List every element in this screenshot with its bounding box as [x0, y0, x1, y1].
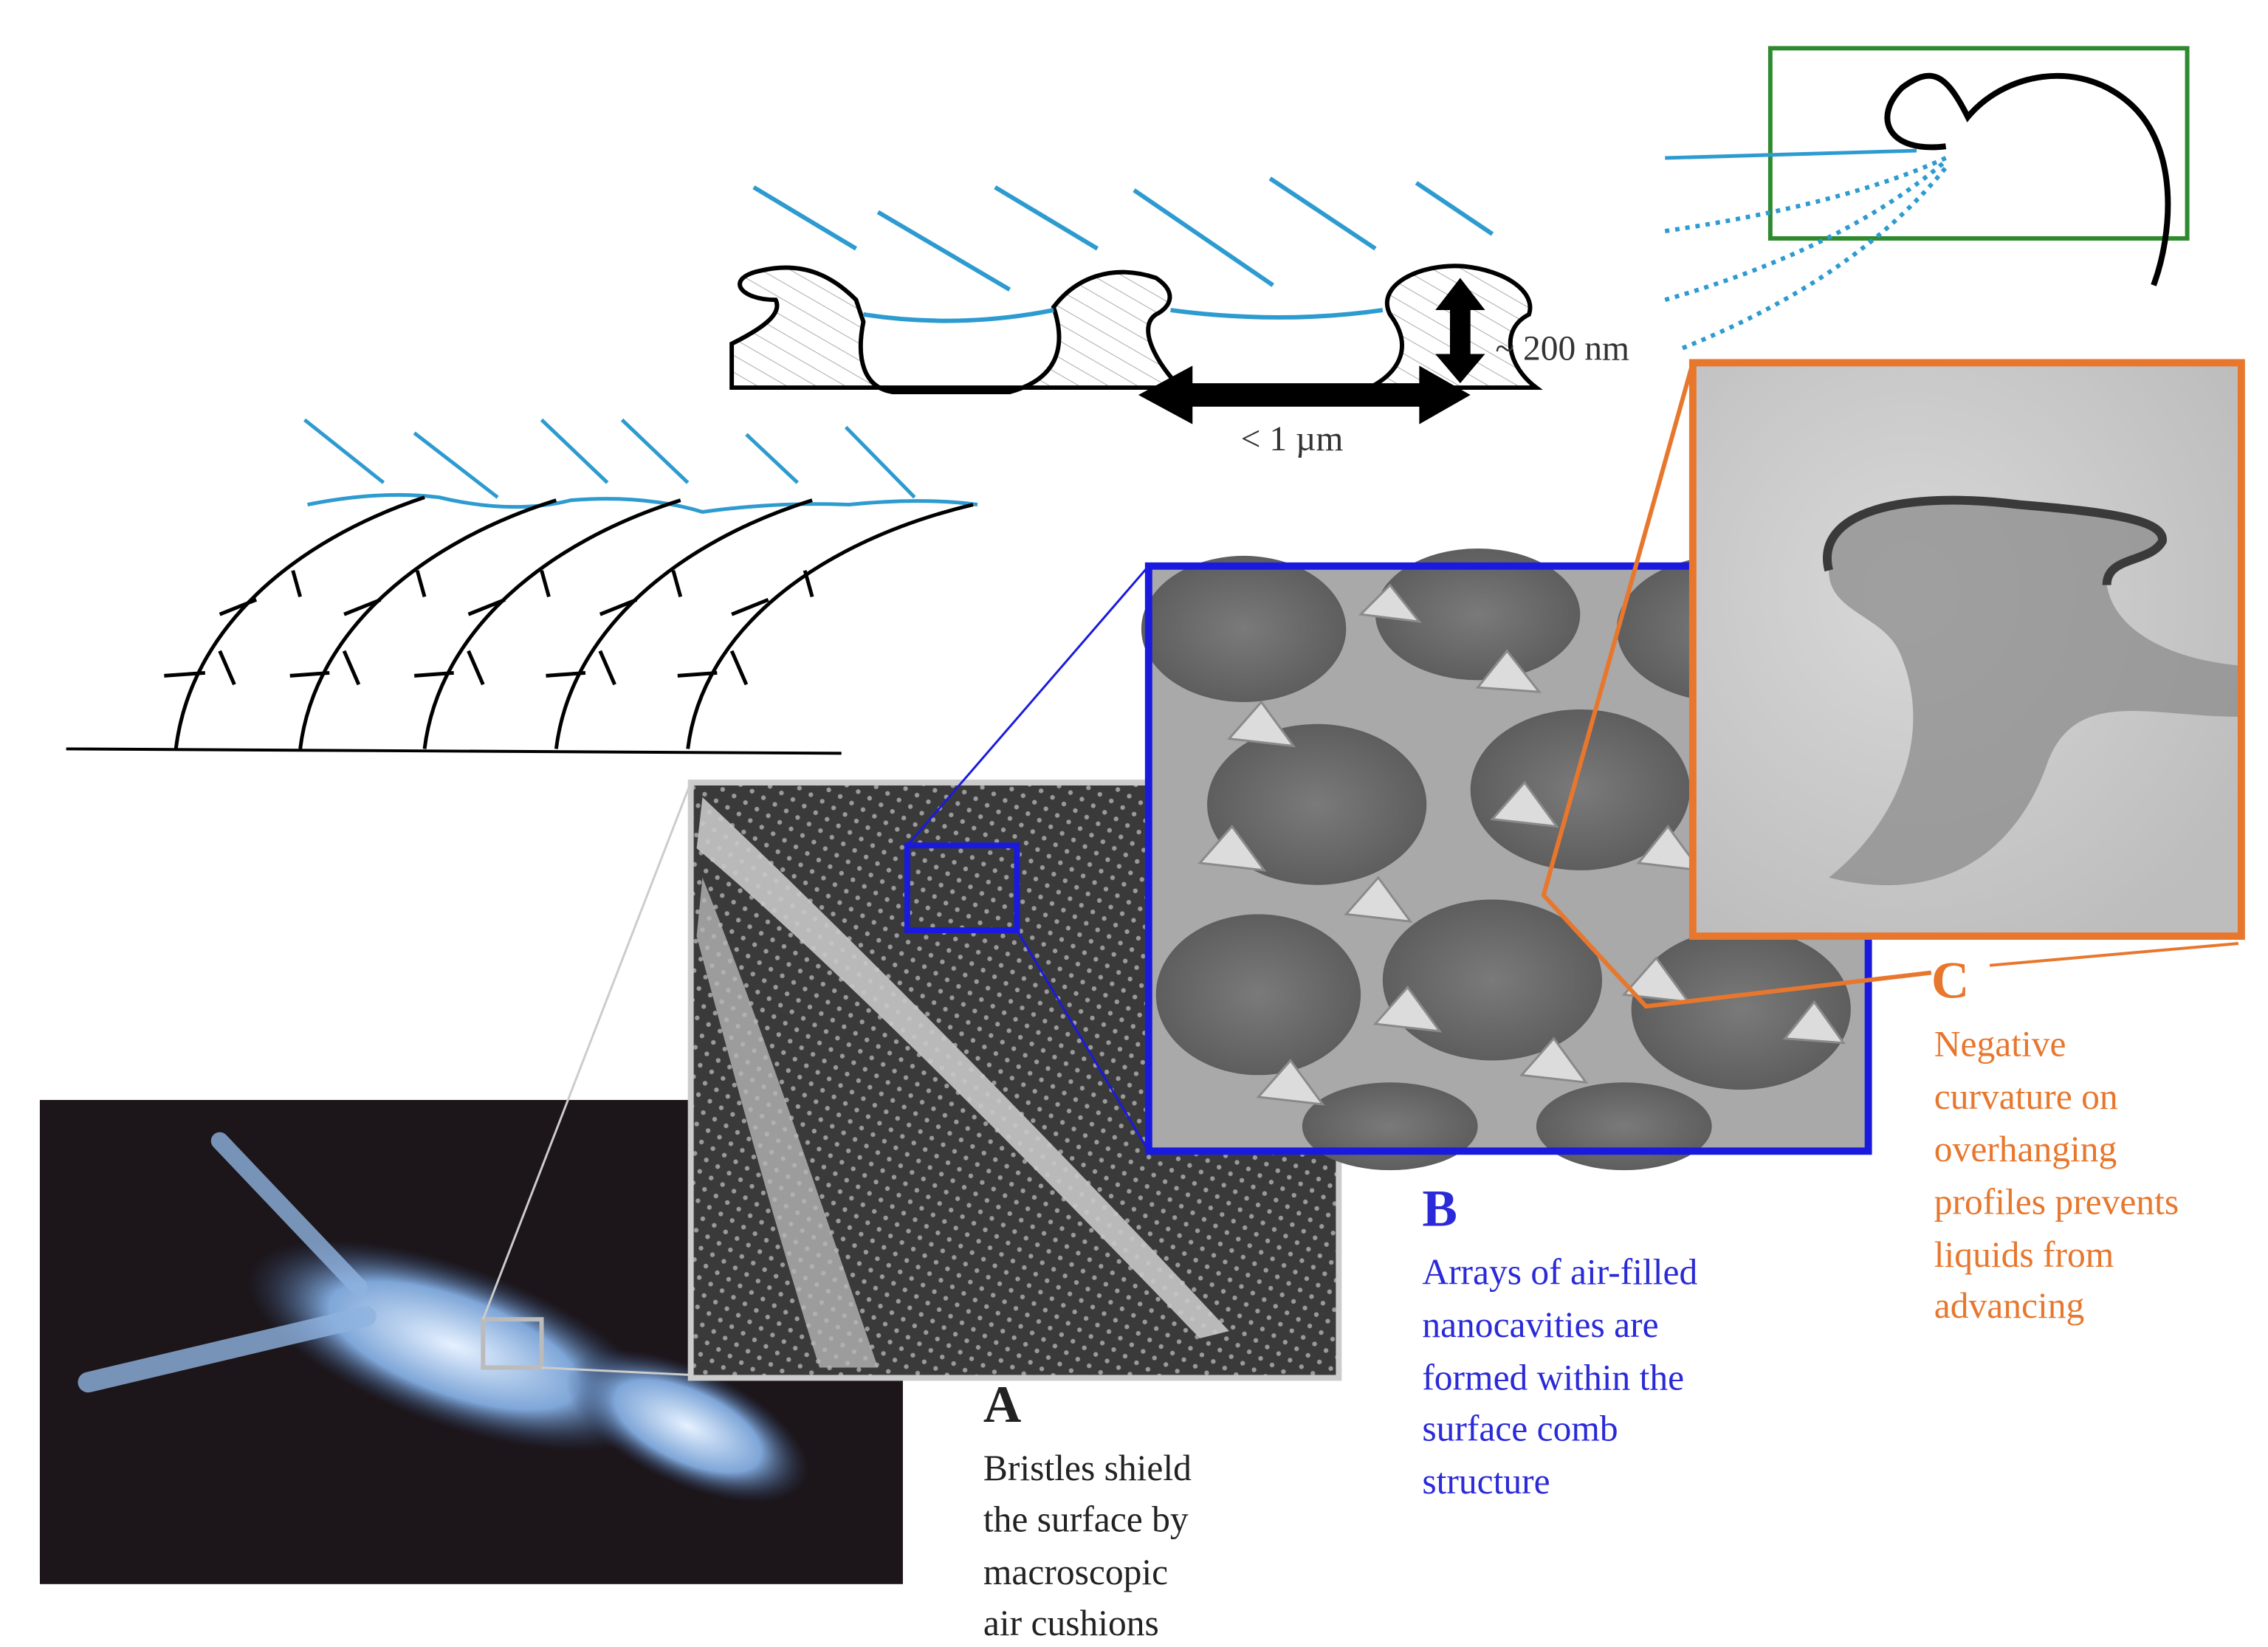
liquid-surface-line: [1665, 148, 1917, 160]
panel-letter-c: C: [1931, 951, 1970, 1009]
caption-a: A Bristles shield the surface by macrosc…: [983, 1375, 1192, 1643]
sem-image-a: [687, 565, 1342, 1381]
caption-b-line: formed within the: [1422, 1357, 1684, 1397]
meniscus-lines: [862, 308, 1384, 323]
caption-c-line: liquids from: [1934, 1234, 2114, 1275]
bristle-liquid-lines: [303, 418, 978, 515]
width-arrow: [1138, 365, 1471, 424]
caption-a-line: the surface by: [983, 1499, 1189, 1539]
height-arrow: [1435, 278, 1485, 384]
caption-b: B Arrays of air-filled nanocavities are …: [1422, 1179, 1697, 1502]
liquid-droplet-lines: [752, 176, 1494, 292]
bristles: [164, 495, 974, 749]
orange-callout-lines: [1541, 362, 1932, 1009]
cuticle-hatched-region: [729, 264, 1543, 394]
meniscus-zoom-inset: [1664, 46, 2190, 351]
caption-c-line: advancing: [1934, 1285, 2084, 1326]
green-zoom-box: [1767, 46, 2190, 241]
skin-baseline: [66, 747, 842, 755]
photo-zoom-box: [481, 1317, 544, 1370]
caption-b-line: surface comb: [1422, 1409, 1618, 1449]
panel-letter-a: A: [983, 1375, 1022, 1434]
caption-b-line: Arrays of air-filled: [1422, 1252, 1697, 1293]
caption-c-line: profiles prevents: [1934, 1182, 2179, 1223]
caption-a-line: air cushions: [983, 1603, 1159, 1643]
height-dimension-label: ~ 200 nm: [1495, 329, 1629, 368]
width-dimension-label: < 1 µm: [1241, 420, 1344, 458]
overhang-profile-curve: [1884, 72, 2171, 286]
caption-a-line: Bristles shield: [983, 1448, 1192, 1488]
caption-c: C Negative curvature on overhanging prof…: [1931, 951, 2179, 1326]
caption-c-line: curvature on: [1934, 1076, 2118, 1117]
caption-b-line: nanocavities are: [1422, 1304, 1658, 1345]
nanocavity-cross-section: ~ 200 nm < 1 µm: [729, 176, 1629, 458]
caption-a-line: macroscopic: [983, 1552, 1168, 1592]
caption-b-line: structure: [1422, 1461, 1550, 1502]
bristle-sketch: [66, 418, 978, 755]
panel-letter-b: B: [1422, 1179, 1457, 1237]
caption-c-line: overhanging: [1934, 1129, 2117, 1169]
orange-frame: [1688, 359, 2245, 941]
caption-c-line: Negative: [1934, 1024, 2066, 1065]
sem-zoom-box: [904, 842, 1020, 934]
contact-angle-dotted-lines: [1664, 156, 1951, 351]
tem-image-c: [1541, 359, 2245, 1009]
